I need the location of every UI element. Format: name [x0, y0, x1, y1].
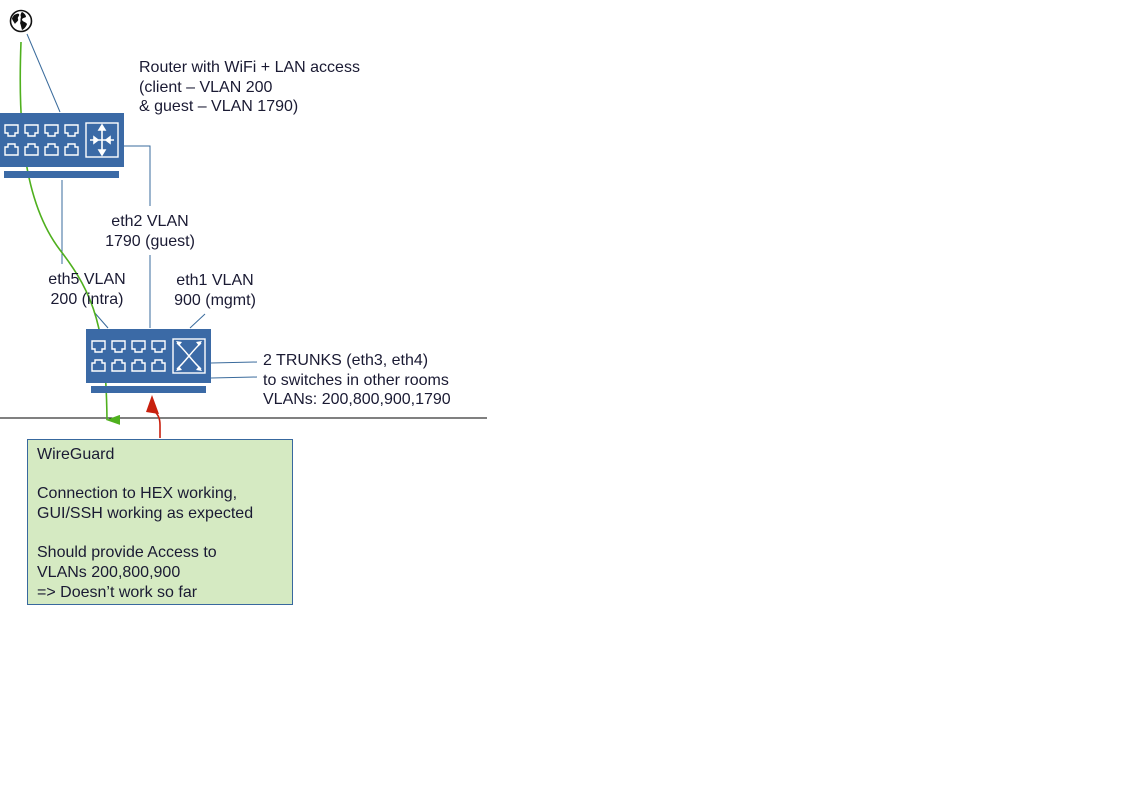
trunks-label: 2 TRUNKS (eth3, eth4) to switches in oth… — [263, 351, 451, 410]
wireguard-note-line: Should provide Access to — [37, 544, 217, 562]
wireguard-note-line: => Doesn’t work so far — [37, 583, 198, 601]
wireguard-title: WireGuard — [37, 446, 115, 463]
wireguard-note-box: WireGuard Connection to HEX working, GUI… — [27, 439, 293, 605]
eth5-label: eth5 VLAN 200 (intra) — [37, 270, 137, 309]
trunks-label-line: VLANs: 200,800,900,1790 — [263, 391, 451, 408]
wireguard-note-line: VLANs 200,800,900 — [37, 564, 181, 582]
eth1-link — [189, 313, 206, 329]
eth2-label-line: 1790 (guest) — [105, 232, 195, 250]
eth2-label: eth2 VLAN 1790 (guest) — [94, 212, 206, 251]
trunks-label-line: 2 TRUNKS (eth3, eth4) — [263, 352, 429, 369]
eth5-label-line: eth5 VLAN — [48, 271, 126, 288]
globe-icon — [9, 9, 33, 33]
trunk-link-2 — [210, 376, 258, 379]
eth2-label-line: eth2 VLAN — [111, 213, 189, 230]
wireguard-note-line: GUI/SSH working as expected — [37, 505, 254, 523]
internet-router-link — [26, 33, 61, 113]
wireguard-note-line: Connection to HEX working, — [37, 485, 238, 503]
router-label-line: & guest – VLAN 1790) — [139, 98, 299, 115]
router-label-line: Router with WiFi + LAN access — [139, 59, 360, 76]
eth5-link-lower — [93, 311, 109, 329]
router-icon — [0, 113, 124, 178]
eth1-label-line: eth1 VLAN — [176, 272, 254, 289]
eth5-label-line: 200 (intra) — [50, 290, 124, 308]
return-path — [152, 409, 161, 438]
trunk-link-1 — [210, 361, 258, 364]
router-label: Router with WiFi + LAN access (client – … — [139, 58, 360, 117]
eth1-label-line: 900 (mgmt) — [174, 291, 256, 309]
router-label-line: (client – VLAN 200 — [139, 78, 273, 96]
trunks-label-line: to switches in other rooms — [263, 371, 449, 389]
switch-icon — [86, 329, 211, 393]
eth2-link — [124, 145, 151, 206]
eth1-label: eth1 VLAN 900 (mgmt) — [165, 271, 265, 310]
return-arrowhead — [146, 395, 159, 414]
